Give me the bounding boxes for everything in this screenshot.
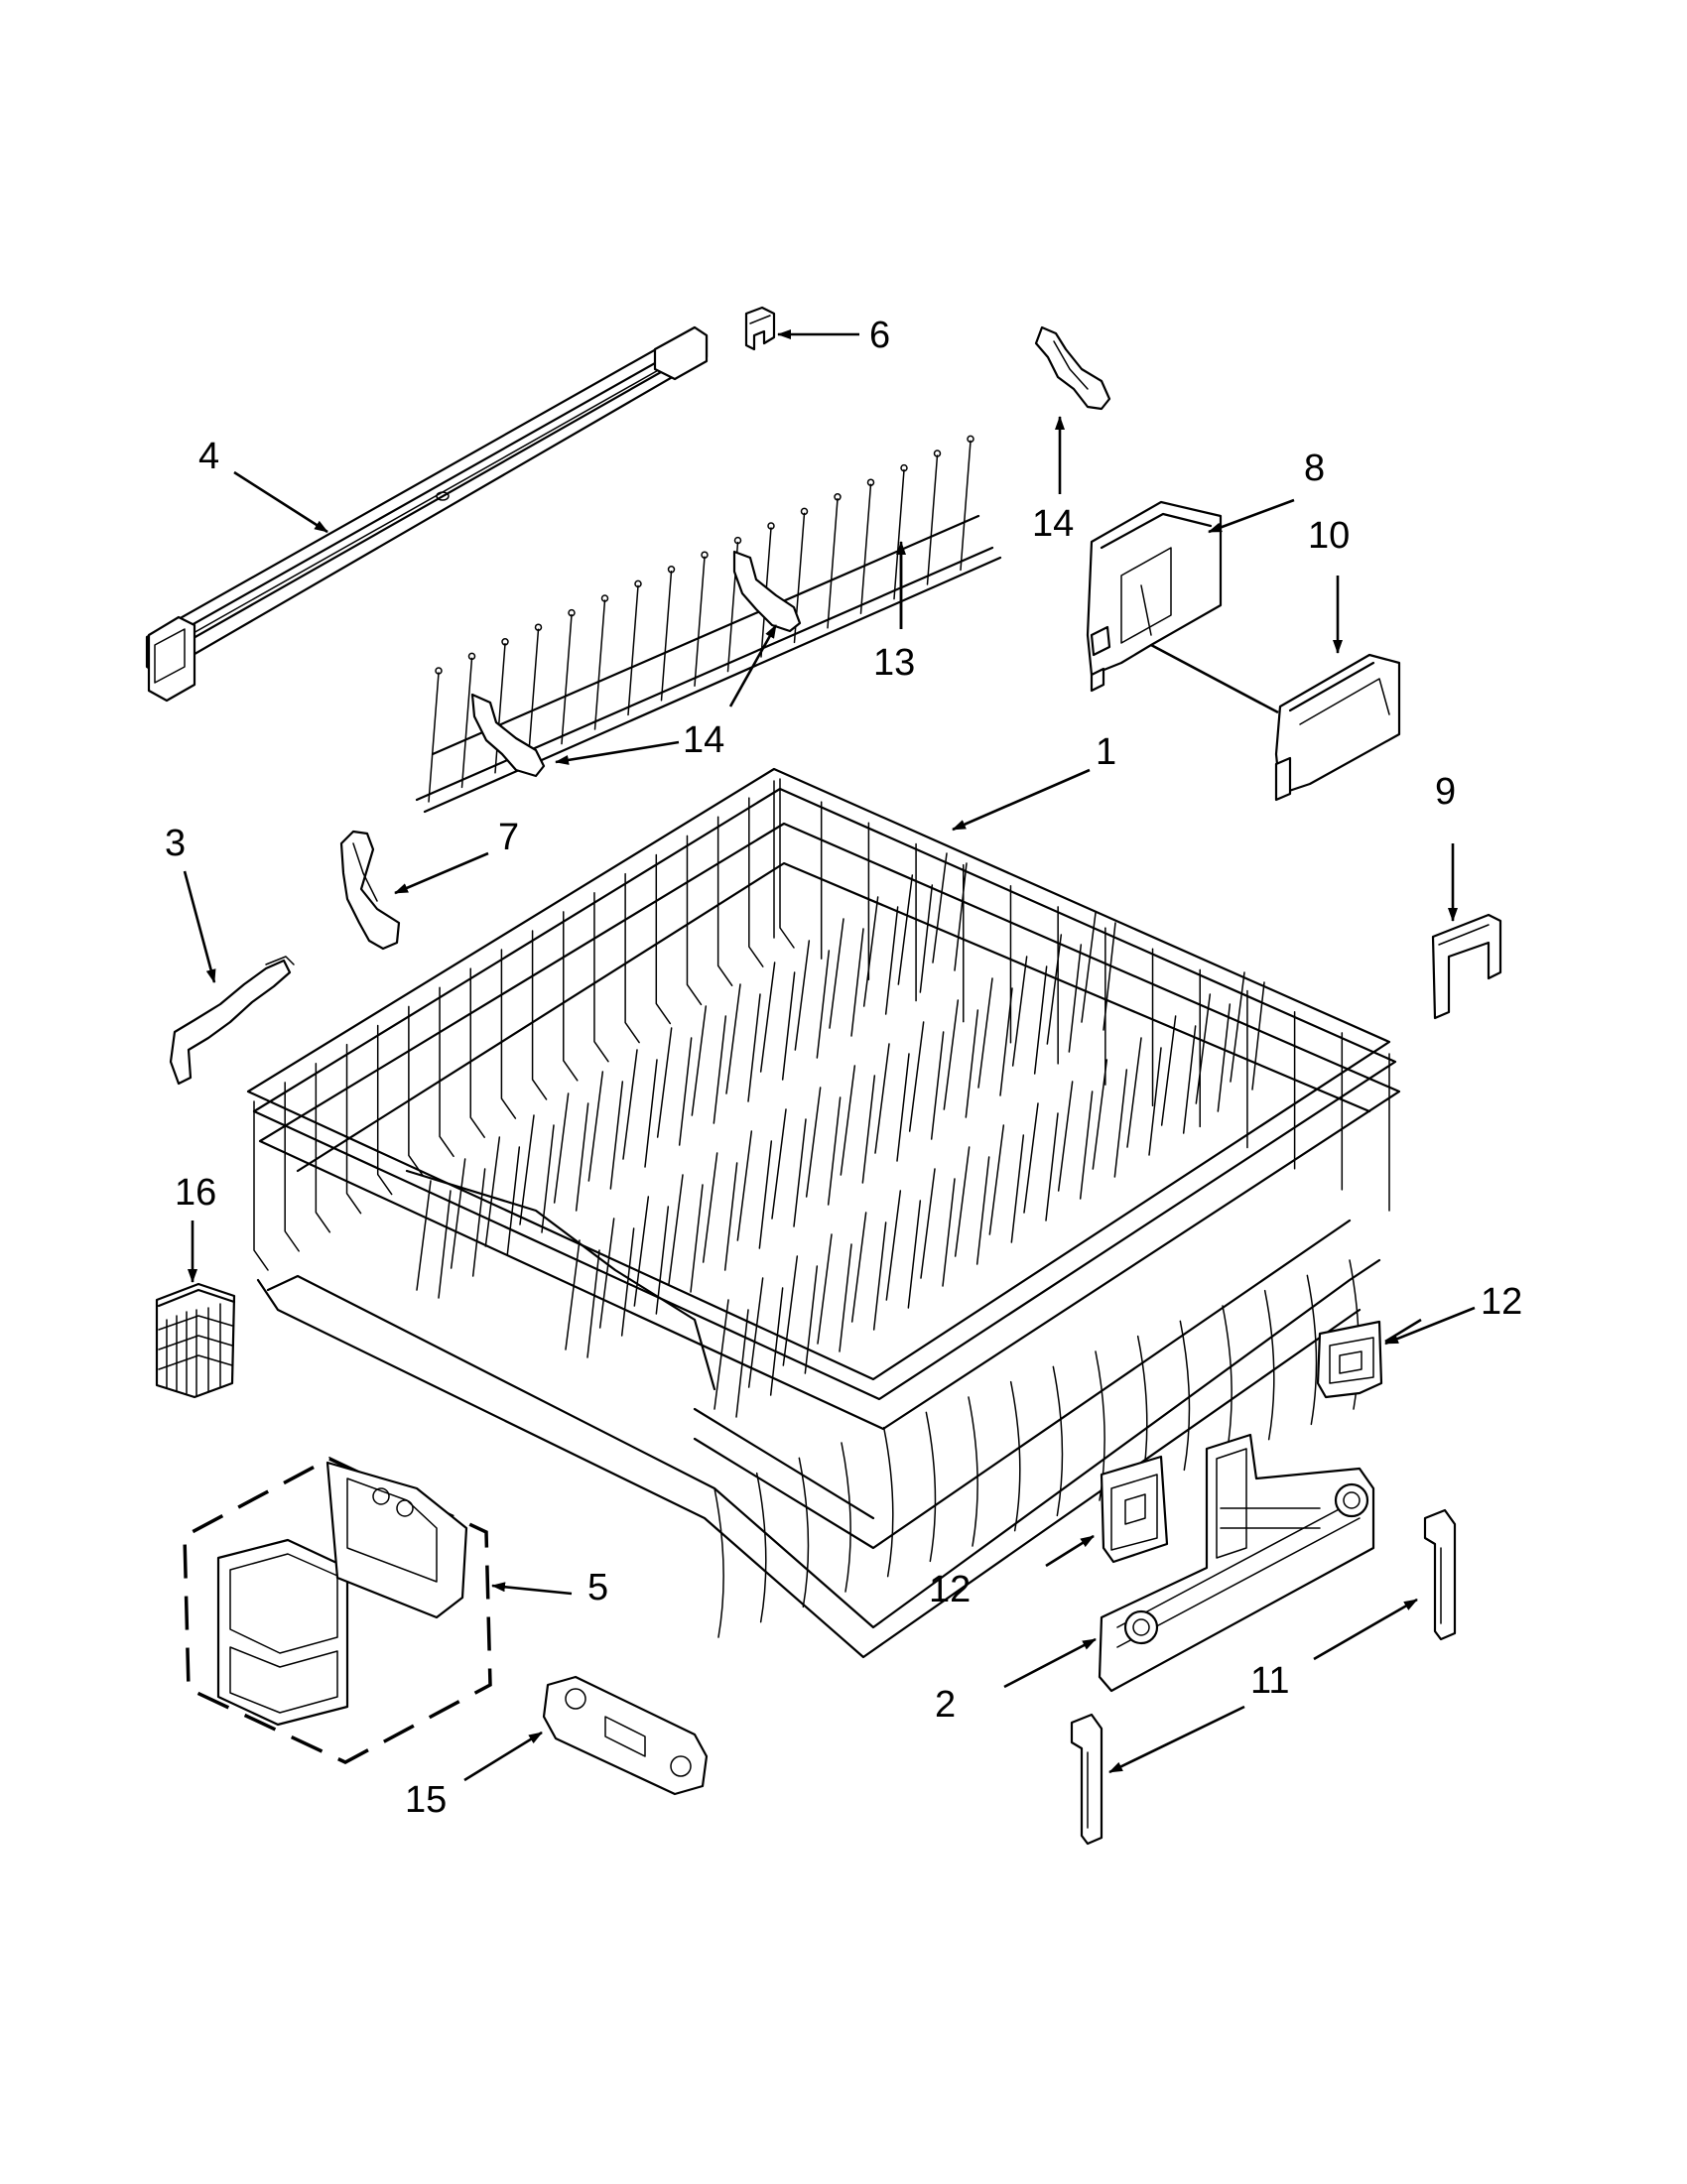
- callout-3: 3: [165, 823, 186, 864]
- part-12-clip-left: [1100, 1455, 1169, 1564]
- callout-2: 2: [935, 1684, 956, 1726]
- part-16-basket: [155, 1282, 236, 1399]
- callout-8: 8: [1304, 448, 1325, 489]
- callout-1: 1: [1096, 731, 1116, 773]
- callout-5: 5: [587, 1567, 608, 1608]
- callout-10: 10: [1308, 515, 1350, 557]
- part-15-hinge: [542, 1675, 709, 1796]
- callout-6: 6: [869, 315, 890, 356]
- callout-7: 7: [498, 817, 519, 858]
- callout-15: 15: [405, 1779, 447, 1821]
- part-9-clip: [1431, 913, 1502, 1020]
- callout-4: 4: [198, 436, 219, 477]
- part-3-clip: [169, 956, 295, 1086]
- part-10-bracket: [1274, 653, 1401, 802]
- part-11-stop-right: [1423, 1508, 1457, 1641]
- leader-lines: [183, 329, 1476, 1782]
- part-6-clip: [744, 306, 776, 351]
- part-14-clip-shelf: [470, 550, 802, 778]
- callout-12-right: 12: [1481, 1281, 1522, 1323]
- callout-13: 13: [873, 642, 915, 684]
- part-4-rail: [145, 325, 709, 703]
- part-8-bracket: [1086, 500, 1223, 693]
- part-11-stop-left: [1070, 1713, 1103, 1846]
- callout-14-shelf: 14: [683, 719, 724, 761]
- callout-12-left: 12: [929, 1569, 971, 1610]
- part-2-adjuster: [1098, 1433, 1375, 1693]
- rack-uprights: [253, 778, 1390, 1271]
- callout-11: 11: [1250, 1660, 1289, 1702]
- callout-16: 16: [175, 1172, 216, 1214]
- part-5-assembly: [183, 1457, 492, 1764]
- callout-14-top: 14: [1032, 503, 1074, 545]
- part-14-clip-top: [1034, 325, 1111, 411]
- part-7-clip: [339, 830, 401, 951]
- callout-9: 9: [1435, 771, 1456, 813]
- callout-labels: 4 6 14 8 10 13 14 1 9 7 3 16 12 12 5 2 1…: [165, 315, 1522, 1821]
- part-12-clip-right: [1316, 1320, 1383, 1399]
